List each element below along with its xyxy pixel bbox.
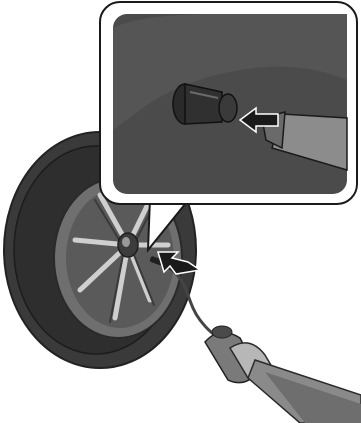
canister-cap <box>212 326 232 338</box>
hub-cap-highlight <box>122 237 130 247</box>
valve-tip <box>219 94 237 122</box>
hand-canister <box>205 326 361 423</box>
